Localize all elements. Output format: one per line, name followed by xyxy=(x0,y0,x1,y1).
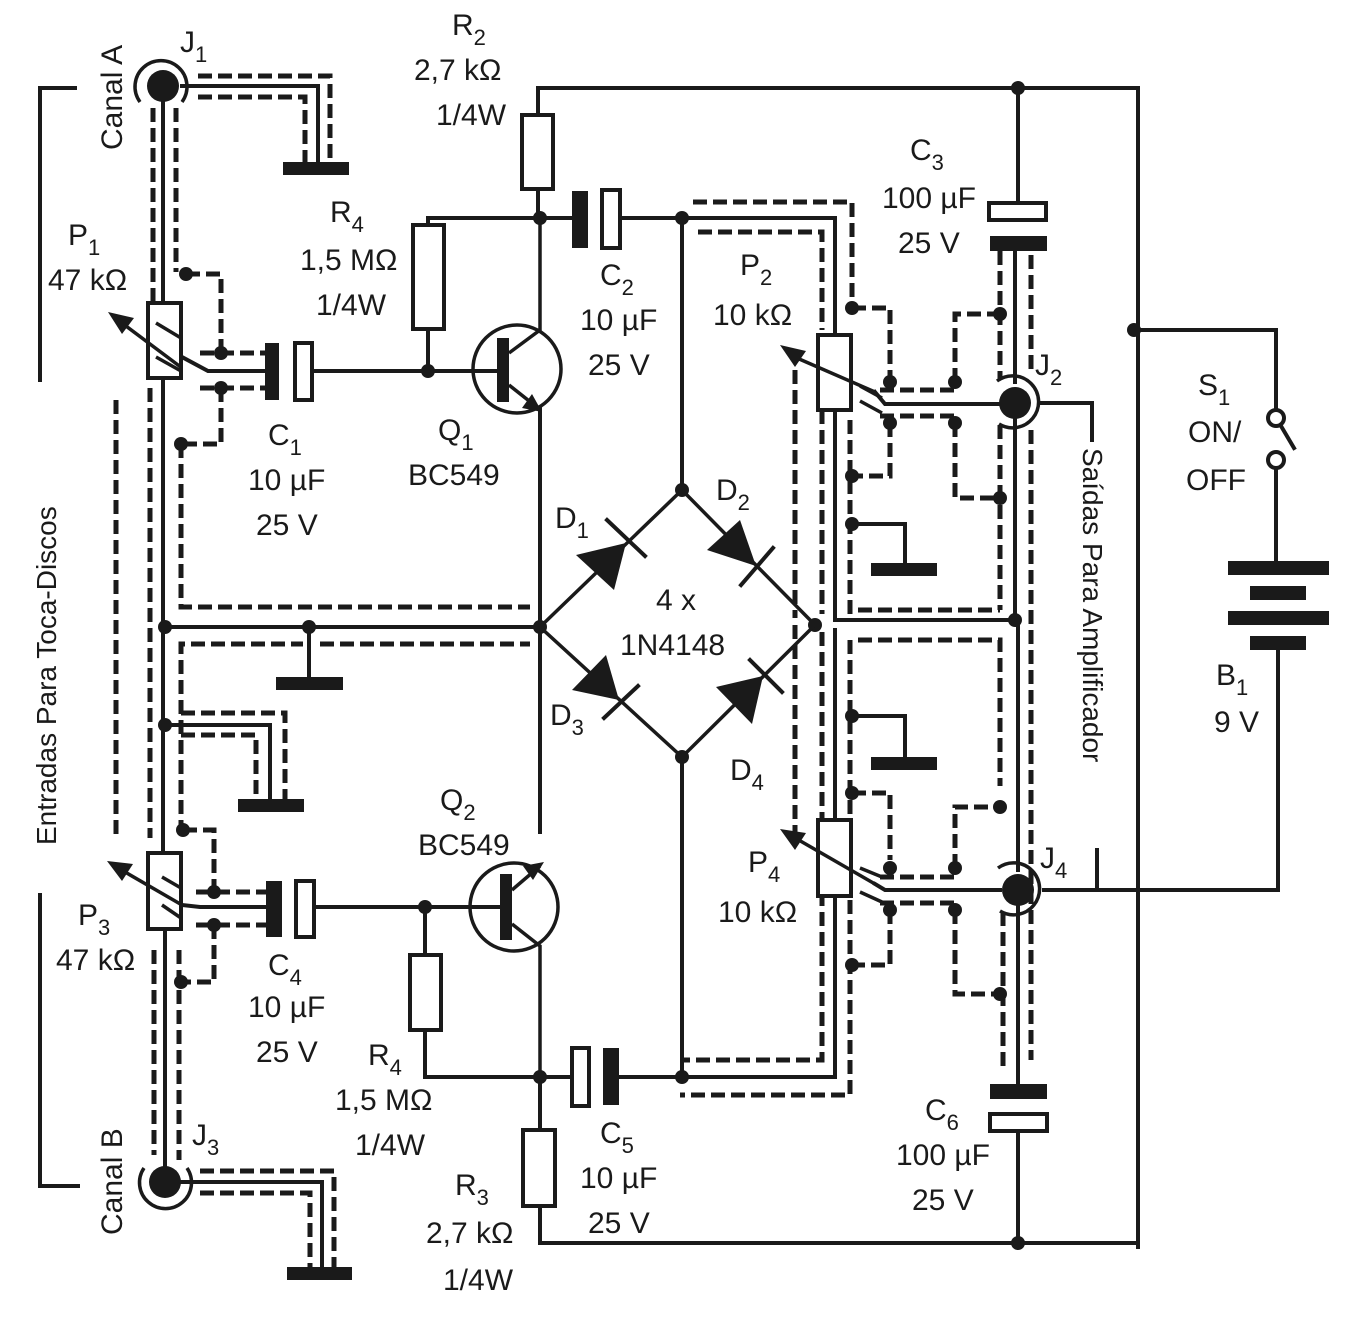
q2-label: Q2 xyxy=(440,784,476,825)
channel-b-label: Canal B xyxy=(96,1128,129,1235)
b1-label: B1 xyxy=(1216,659,1248,700)
q1-label: Q1 xyxy=(438,414,474,455)
c5-voltage: 25 V xyxy=(588,1207,650,1240)
c2-value: 10 µF xyxy=(580,304,657,337)
channel-a-label: Canal A xyxy=(96,45,129,150)
capacitor-c6 xyxy=(988,1084,1049,1133)
r4-top-power: 1/4W xyxy=(316,289,387,322)
pot-p4[interactable] xyxy=(780,818,883,904)
ground-j1 xyxy=(283,162,349,175)
jack-j3 xyxy=(137,1166,194,1211)
diode-qty: 4 x xyxy=(656,584,696,617)
c4-label: C4 xyxy=(268,949,302,990)
diode-part: 1N4148 xyxy=(620,629,725,662)
c4-voltage: 25 V xyxy=(256,1036,318,1069)
jack-j2 xyxy=(995,374,1041,430)
transistor-q2 xyxy=(423,861,560,1077)
r3-power: 1/4W xyxy=(443,1264,514,1297)
r3-label: R3 xyxy=(455,1169,489,1210)
outputs-label: Saídas Para Amplificador xyxy=(1077,448,1108,762)
c1-voltage: 25 V xyxy=(256,509,318,542)
capacitor-c3 xyxy=(987,201,1048,251)
switch-s1[interactable] xyxy=(1266,408,1297,470)
c2-voltage: 25 V xyxy=(588,349,650,382)
p2-value: 10 kΩ xyxy=(713,299,792,332)
d2-label: D2 xyxy=(716,474,750,515)
resistor-r2 xyxy=(520,113,555,191)
resistor-r4-top xyxy=(411,223,446,331)
c1-value: 10 µF xyxy=(248,464,325,497)
diode-d3 xyxy=(572,655,641,721)
capacitor-c1 xyxy=(265,341,314,402)
r4-bottom-power: 1/4W xyxy=(355,1129,426,1162)
r2-label: R2 xyxy=(452,9,486,50)
s1-state-off: OFF xyxy=(1186,464,1246,497)
ground-p4 xyxy=(871,757,937,770)
ground-j3 xyxy=(287,1267,352,1280)
c2-label: C2 xyxy=(600,259,634,300)
c1-label: C1 xyxy=(268,419,302,460)
r2-power: 1/4W xyxy=(436,99,507,132)
j2-label: J2 xyxy=(1035,349,1062,390)
c6-voltage: 25 V xyxy=(912,1184,974,1217)
r4-top-value: 1,5 MΩ xyxy=(300,244,397,277)
diode-d1 xyxy=(576,517,648,590)
s1-state-on: ON/ xyxy=(1188,416,1242,449)
j1-label: J1 xyxy=(180,26,207,67)
resistor-r4-bottom xyxy=(408,953,443,1032)
c3-label: C3 xyxy=(910,134,944,175)
capacitor-c2 xyxy=(572,188,622,250)
p4-label: P4 xyxy=(748,846,780,887)
j3-label: J3 xyxy=(192,1119,219,1160)
ground-p2 xyxy=(871,563,937,576)
c5-value: 10 µF xyxy=(580,1162,657,1195)
inputs-bracket xyxy=(38,86,80,1188)
jack-j1 xyxy=(133,59,189,104)
b1-value: 9 V xyxy=(1214,706,1259,739)
c3-voltage: 25 V xyxy=(898,227,960,260)
jack-j4 xyxy=(996,861,1042,917)
p2-label: P2 xyxy=(740,249,772,290)
d3-label: D3 xyxy=(550,699,584,740)
s1-label: S1 xyxy=(1198,369,1230,410)
capacitor-c4 xyxy=(266,879,316,939)
transistor-q1 xyxy=(426,218,563,629)
r4-top-label: R4 xyxy=(330,196,364,237)
p4-value: 10 kΩ xyxy=(718,896,797,929)
q1-part: BC549 xyxy=(408,459,500,492)
ground-center xyxy=(276,677,343,690)
r4-bottom-label: R4 xyxy=(368,1039,402,1080)
r3-value: 2,7 kΩ xyxy=(426,1217,513,1250)
c3-value: 100 µF xyxy=(882,182,976,215)
d4-label: D4 xyxy=(730,754,764,795)
j4-label: J4 xyxy=(1040,842,1067,883)
pot-p3[interactable] xyxy=(107,851,183,931)
p3-label: P3 xyxy=(78,899,110,940)
q2-part: BC549 xyxy=(418,829,510,862)
battery-b1 xyxy=(1228,561,1329,650)
inputs-label: Entradas Para Toca-Discos xyxy=(31,506,62,845)
p1-value: 47 kΩ xyxy=(48,264,127,297)
capacitor-c5 xyxy=(570,1046,619,1108)
c5-label: C5 xyxy=(600,1117,634,1158)
p1-label: P1 xyxy=(68,219,100,260)
r4-bottom-value: 1,5 MΩ xyxy=(335,1084,432,1117)
resistor-r3 xyxy=(521,1128,557,1208)
ground-mid xyxy=(238,799,304,812)
p3-value: 47 kΩ xyxy=(56,944,135,977)
pot-p1[interactable] xyxy=(108,301,184,380)
c6-value: 100 µF xyxy=(896,1139,990,1172)
c4-value: 10 µF xyxy=(248,991,325,1024)
r2-value: 2,7 kΩ xyxy=(414,54,501,87)
c6-label: C6 xyxy=(925,1094,959,1135)
d1-label: D1 xyxy=(555,502,589,543)
diode-d4 xyxy=(716,657,785,724)
diode-d2 xyxy=(707,520,776,588)
